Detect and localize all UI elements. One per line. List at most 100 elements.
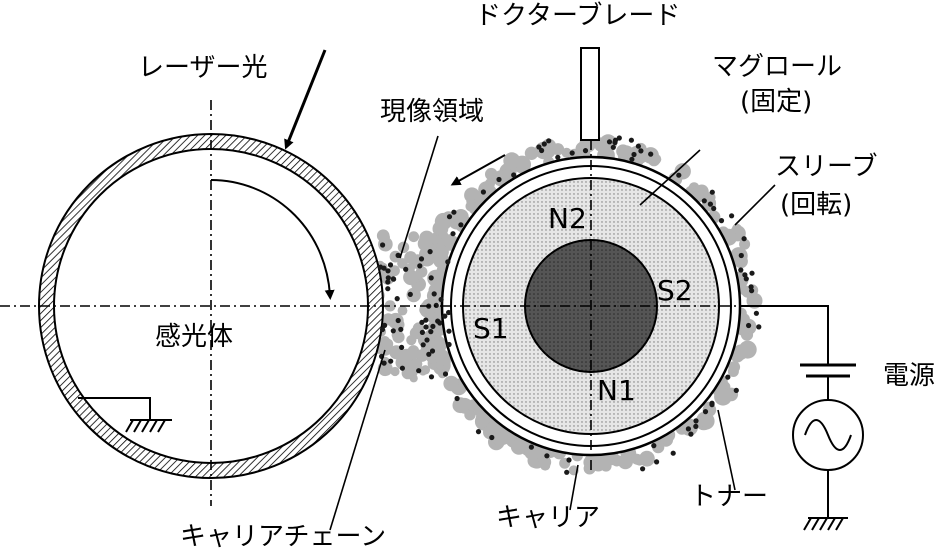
- carrier-particle: [749, 270, 755, 276]
- carrier-particle: [431, 291, 437, 297]
- carrier-particle: [638, 148, 644, 154]
- carrier-particle: [424, 337, 430, 343]
- doctor-blade: [580, 47, 600, 141]
- toner-particle: [464, 409, 476, 421]
- carrier-particle: [454, 395, 460, 402]
- toner-particle: [733, 254, 748, 269]
- carrier-particle: [399, 344, 405, 350]
- carrier-particle: [648, 151, 654, 157]
- toner-particle: [538, 455, 552, 469]
- carrier-particle: [446, 309, 452, 316]
- toner-particle: [388, 265, 400, 277]
- carrier-particle: [685, 426, 692, 432]
- carrier-particle: [427, 249, 433, 255]
- carrier-particle: [693, 423, 699, 429]
- carrier-particle: [435, 318, 441, 324]
- carrier-particle: [631, 151, 637, 158]
- toner-particle: [404, 251, 417, 264]
- carrier-particle: [426, 351, 432, 357]
- toner-particle: [433, 235, 442, 244]
- toner-particle: [584, 454, 597, 466]
- toner-particle: [390, 366, 400, 377]
- carrier-particle: [446, 328, 452, 334]
- carrier-particle: [419, 319, 425, 325]
- carrier-particle: [420, 342, 426, 348]
- toner-label: トナー: [690, 482, 768, 512]
- carrier-particle: [458, 222, 464, 228]
- toner-particle: [377, 361, 393, 377]
- carrier-particle: [385, 268, 391, 274]
- power-circuit: [740, 305, 864, 531]
- toner-particle: [696, 411, 712, 427]
- carrier-particle: [741, 236, 747, 242]
- carrier-particle: [428, 374, 435, 380]
- carrier-particle: [446, 341, 452, 348]
- toner-particle: [407, 271, 417, 280]
- carrier-particle: [496, 176, 502, 183]
- toner-particle: [452, 397, 469, 414]
- carrier-particle: [438, 296, 444, 303]
- carrier-particle: [390, 276, 396, 282]
- carrier-particle: [701, 198, 707, 204]
- toner-particle: [408, 231, 420, 243]
- laser-label: レーザー光: [138, 53, 267, 83]
- carrier-particle: [688, 431, 694, 437]
- mag-roll-fixed-label: (固定): [740, 87, 812, 117]
- carrier-particle: [582, 148, 589, 154]
- sleeve-rotate-label: (回転): [780, 190, 852, 220]
- pole-s2-label: S2: [657, 274, 693, 307]
- carrier-particle: [428, 275, 434, 281]
- carrier-particle: [511, 172, 517, 178]
- carrier-particle: [395, 252, 401, 258]
- carrier-particle: [417, 263, 423, 269]
- carrier-particle: [381, 360, 387, 366]
- carrier-particle: [399, 365, 405, 371]
- carrier-particle: [428, 329, 434, 335]
- carrier-particle: [640, 466, 646, 472]
- toner-particle: [617, 454, 634, 470]
- carrier-particle: [388, 358, 394, 364]
- carrier-particle: [442, 371, 449, 377]
- toner-particle: [486, 421, 502, 437]
- carrier-particle: [451, 209, 457, 215]
- carrier-particle: [381, 265, 387, 271]
- toner-particle: [524, 443, 542, 461]
- toner-particle: [738, 340, 757, 359]
- carrier-particle: [544, 453, 550, 459]
- carrier-particle: [743, 276, 749, 282]
- toner-particle: [415, 266, 428, 278]
- carrier-particle: [746, 322, 752, 329]
- carrier-particle: [709, 402, 715, 408]
- carrier-particle: [380, 242, 386, 248]
- carrier-particle: [610, 144, 616, 150]
- toner-particle: [419, 230, 435, 246]
- pole-n1-label: N1: [597, 374, 636, 407]
- carrier-particle: [612, 137, 619, 143]
- carrier-particle: [564, 469, 570, 475]
- center-lines: [0, 100, 828, 506]
- carrier-particle: [566, 457, 572, 463]
- toner-particle: [732, 223, 742, 234]
- toner-particle: [583, 462, 596, 475]
- carrier-particle: [385, 279, 391, 285]
- carrier-particle: [651, 443, 657, 449]
- carrier-particle: [450, 231, 456, 237]
- sleeve-label: スリーブ: [775, 152, 877, 182]
- carrier-particle: [429, 348, 436, 354]
- carrier-particle: [707, 201, 714, 207]
- carrier-particle: [528, 444, 535, 450]
- drum-rotation-arrow: [210, 179, 335, 300]
- toner-particle: [435, 245, 449, 259]
- toner-particle: [406, 335, 417, 346]
- carrier-particle: [733, 387, 739, 393]
- toner-particle: [432, 220, 449, 237]
- carrier-particle: [403, 266, 409, 272]
- carrier-particle: [475, 429, 482, 435]
- pole-n2-label: N2: [548, 202, 587, 235]
- toner-particle: [651, 154, 662, 165]
- carrier-particle: [729, 213, 735, 219]
- carrier-particle: [546, 138, 552, 144]
- carrier-particle: [445, 259, 451, 265]
- leader-lines: [329, 135, 776, 531]
